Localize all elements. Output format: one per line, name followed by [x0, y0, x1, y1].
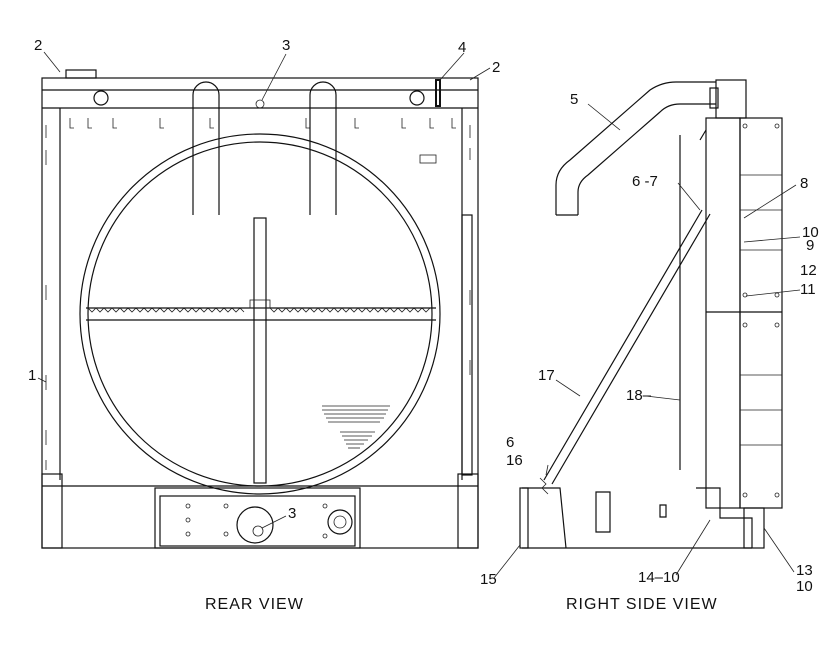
callouts: 1 2 2 3 3 4 5 6 -7 6 8 9 10 10 11 12 13 … — [28, 37, 819, 595]
callout-3-bottom: 3 — [288, 505, 296, 522]
rear-view-title: REAR VIEW — [205, 596, 304, 613]
callout-9: 9 — [806, 237, 814, 254]
callout-4: 4 — [458, 39, 466, 56]
leader-lines — [37, 51, 801, 579]
callout-18: 18– — [626, 387, 652, 404]
callout-1: 1 — [28, 367, 36, 384]
right-side-view-title: RIGHT SIDE VIEW — [566, 596, 718, 613]
callout-16: 16 — [506, 452, 523, 469]
callout-10-bottom: 10 — [796, 578, 813, 595]
callout-10-right: 10 — [802, 224, 819, 241]
right-side-view-drawing — [519, 79, 783, 549]
callout-2-right: 2 — [492, 59, 500, 76]
callout-8: 8 — [800, 175, 808, 192]
callout-6-7: 6 -7 — [632, 173, 658, 190]
callout-15: 15 — [480, 571, 497, 588]
callout-6: 6 — [506, 434, 514, 451]
callout-13: 13 — [796, 562, 813, 579]
callout-14-10: 14–10 — [638, 569, 680, 586]
callout-3-top: 3 — [282, 37, 290, 54]
callout-12: 12 — [800, 262, 817, 279]
callout-2-left: 2 — [34, 37, 42, 54]
callout-5: 5 — [570, 91, 578, 108]
callout-11: 11 — [800, 281, 816, 298]
rear-view-drawing — [41, 69, 479, 549]
callout-17: 17 — [538, 367, 555, 384]
